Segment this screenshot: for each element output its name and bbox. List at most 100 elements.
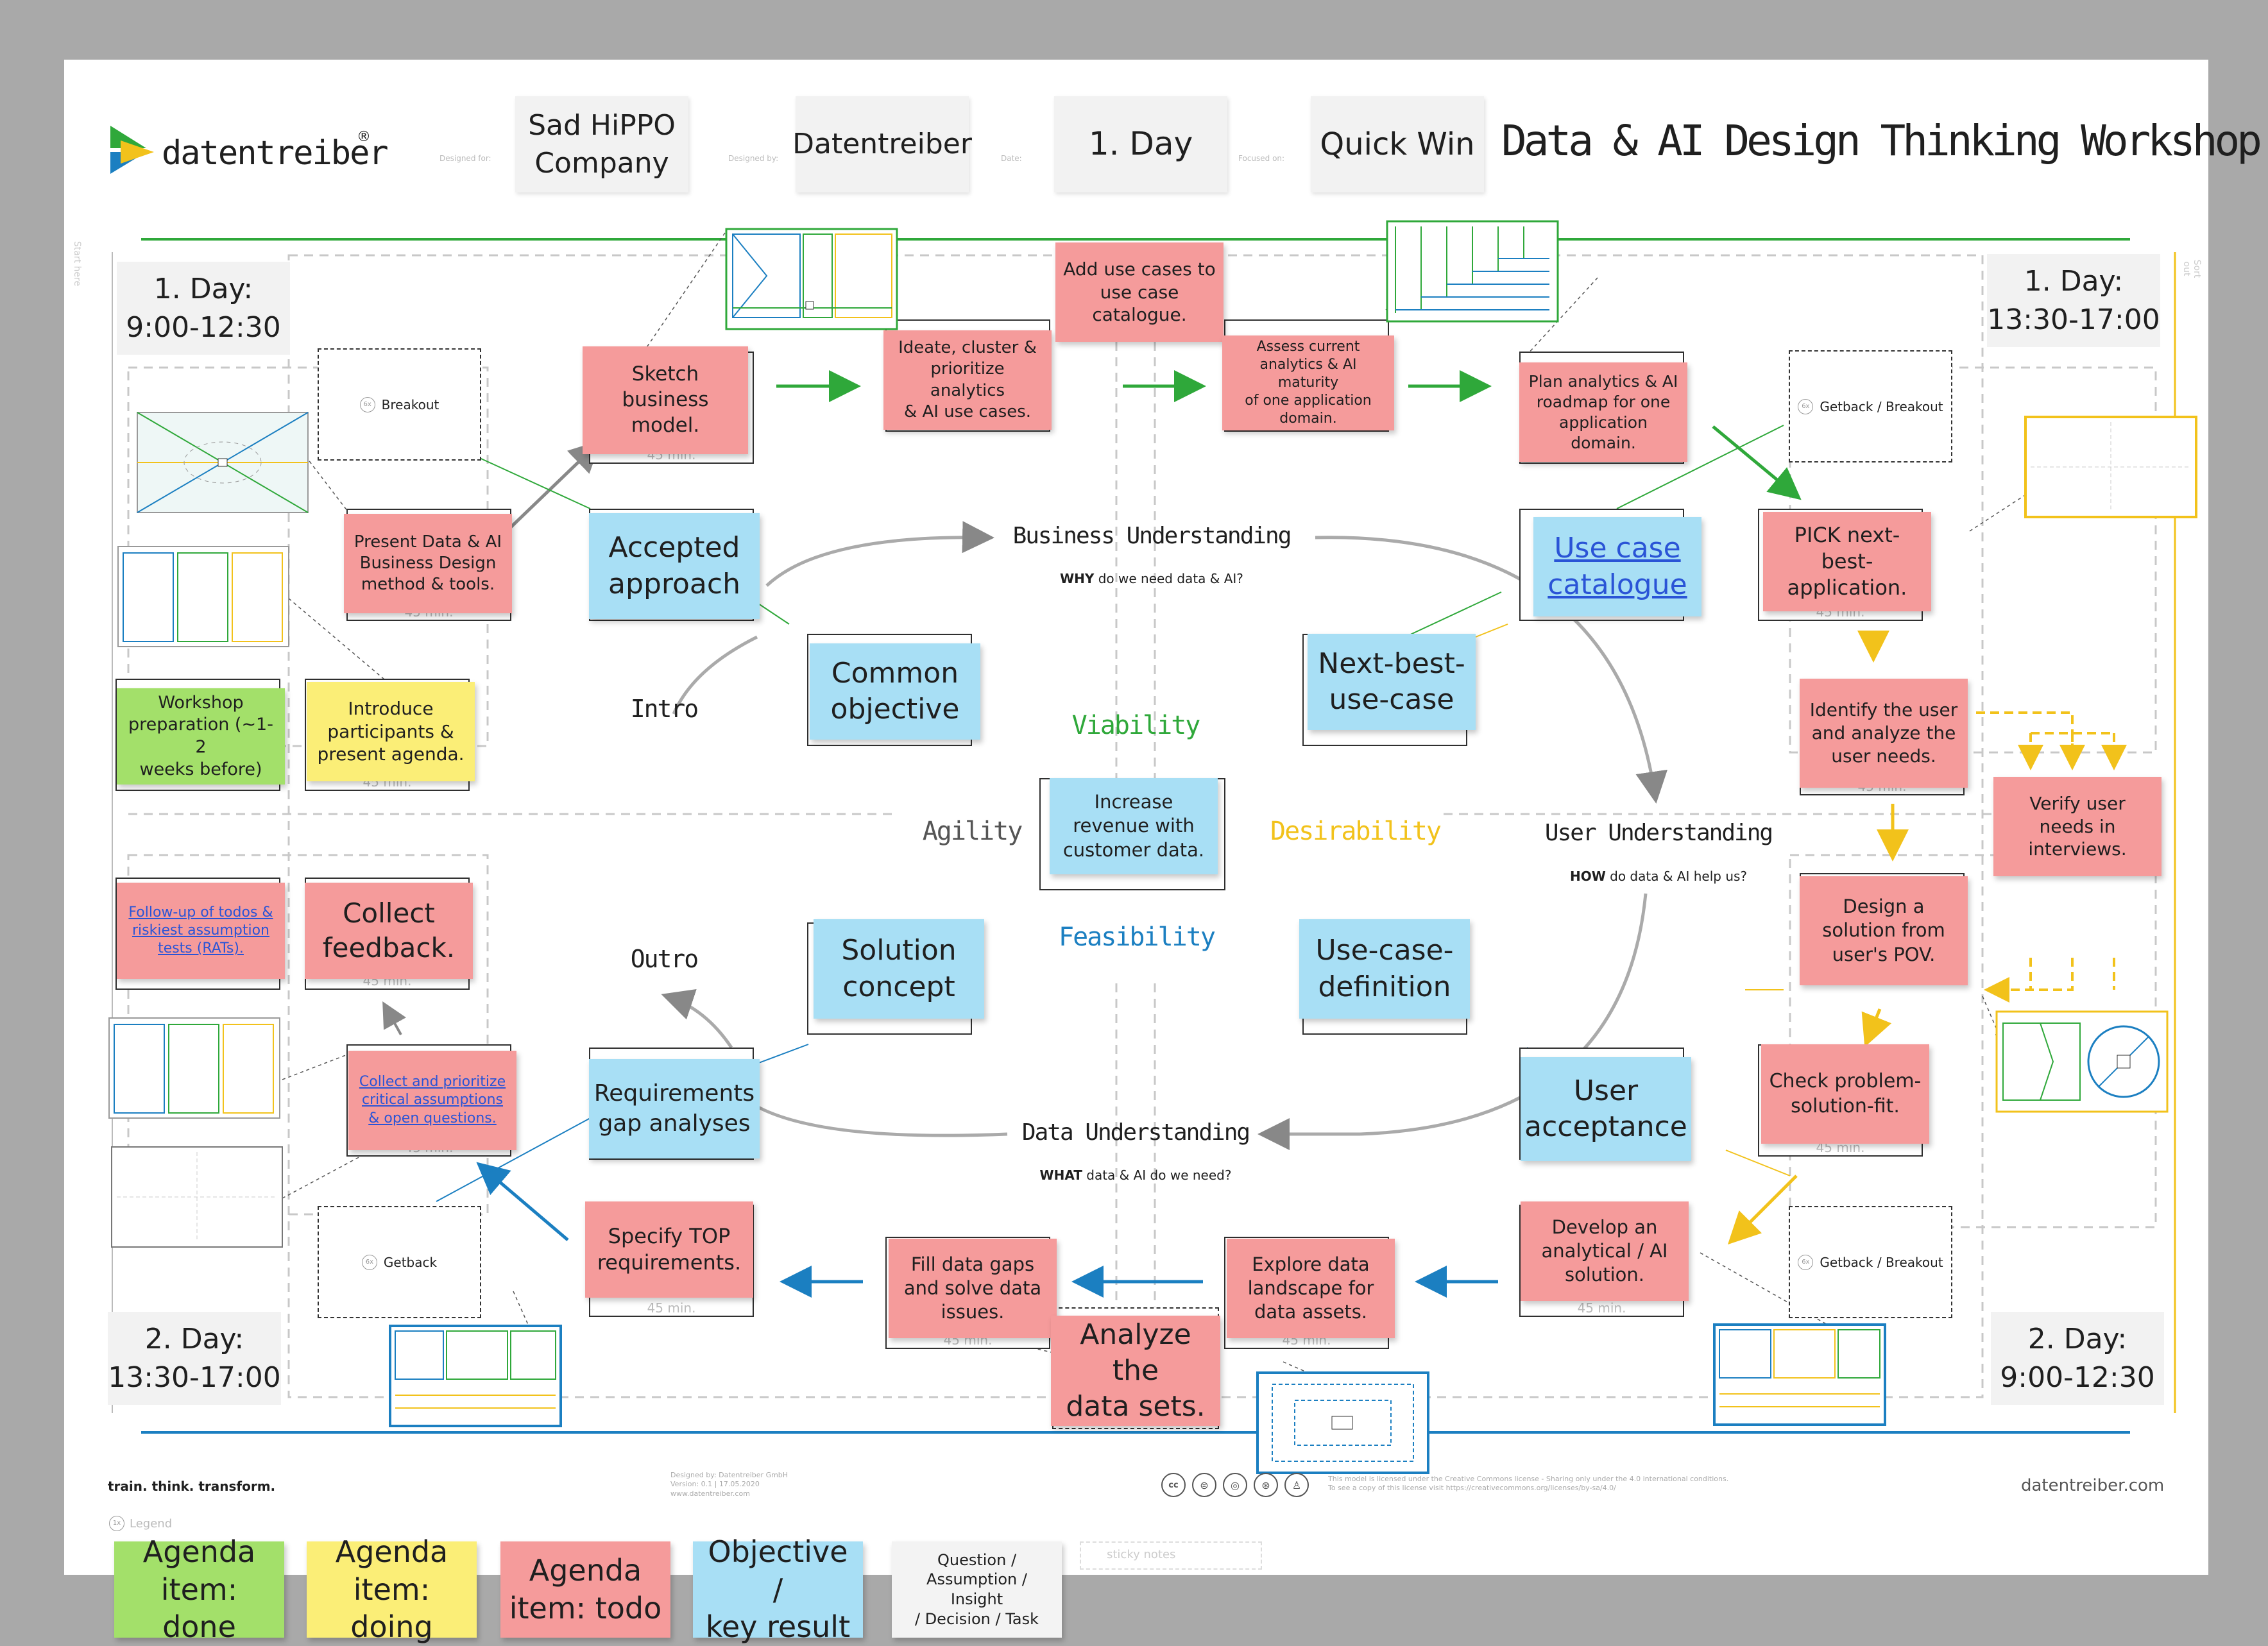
sticky-explore-data[interactable]: Explore data landscape for data assets. [1227,1239,1395,1338]
canvas-title: Data & AI Design Thinking Workshop [1501,116,2262,165]
requirements-template-thumbnail [389,1325,562,1427]
focused-on-field[interactable]: Quick Win [1311,96,1484,192]
sticky-accepted-approach[interactable]: Accepted approach [589,513,760,619]
feasibility-label: Feasibility [1059,922,1216,952]
question-text: do we need data & AI? [1094,571,1243,586]
quadrant-template-thumbnail-left [111,1146,283,1248]
session-number-icon: 6x [1798,1254,1814,1270]
sticky-use-case-definition[interactable]: Use-case- definition [1299,919,1470,1019]
sticky-use-case-catalogue[interactable]: Use case catalogue [1533,517,1701,616]
three-column-template-thumbnail-bottom [108,1017,280,1119]
sticky-specify-top[interactable]: Specify TOP requirements. [585,1201,753,1298]
sticky-user-acceptance[interactable]: User acceptance [1521,1057,1691,1161]
brand-name: datentreiber [162,134,389,173]
outro-label: Outro [630,945,699,973]
sticky-develop-ai-solution[interactable]: Develop an analytical / AI solution. [1521,1201,1689,1301]
designed-for-field[interactable]: Sad HiPPO Company [515,96,688,192]
legend-objective: Objective / key result [693,1534,863,1644]
sticky-plan-roadmap[interactable]: Plan analytics & AI roadmap for one appl… [1519,362,1687,462]
stakeholder-template-thumbnail [137,412,309,513]
business-understanding-title: Business Understanding [1012,523,1292,549]
sticky-followup-todos[interactable]: Follow-up of todos & riskiest assumption… [117,883,285,979]
sticky-collect-feedback[interactable]: Collect feedback. [305,883,473,979]
sort-out-label: Sort out [2181,259,2202,278]
canvas-board: datentreiber ® Designed for: Sad HiPPO C… [64,60,2262,1575]
sticky-identify-user[interactable]: Identify the user and analyze the user n… [1800,679,1968,788]
license-text: This model is licensed under the Creativ… [1328,1475,1729,1493]
by-icon: ⊜ [1192,1473,1216,1497]
sticky-collect-prioritize[interactable]: Collect and prioritize critical assumpti… [348,1051,516,1150]
data-understanding-title: Data Understanding [1021,1119,1250,1146]
sticky-increase-revenue[interactable]: Increase revenue with customer data. [1050,778,1218,874]
maturity-template-thumbnail [1386,220,1559,323]
sticky-present-method[interactable]: Present Data & AI Business Design method… [344,514,512,613]
business-model-template-thumbnail [725,228,898,330]
sticky-analyze-data[interactable]: Analyze the data sets. [1051,1316,1220,1426]
duration-label: 45 min. [1577,1300,1626,1316]
question-keyword: WHY [1060,571,1095,586]
sticky-check-problem-solution[interactable]: Check problem- solution-fit. [1761,1044,1929,1144]
sticky-next-best-use-case[interactable]: Next-best- use-case [1308,634,1476,730]
date-label: Date: [1001,154,1022,163]
collect-prioritize-link[interactable]: Collect and prioritize critical assumpti… [359,1074,506,1126]
legend-icon: 1x [109,1516,124,1531]
designed-by-label: Designed by: [728,154,779,163]
data-landscape-template-thumbnail [1256,1371,1429,1474]
sticky-workshop-preparation[interactable]: Workshop preparation (~1-2 weeks before) [117,688,285,785]
three-column-template-thumbnail-top [117,546,289,647]
person-icon: ♙ [1284,1473,1309,1497]
tagline: train. think. transform. [108,1479,276,1494]
sticky-solution-concept[interactable]: Solution concept [814,919,984,1019]
solution-canvas-template-thumbnail [1713,1323,1886,1426]
sticky-common-objective[interactable]: Common objective [810,643,980,740]
session-getback-bottom-left[interactable]: 6x Getback [318,1206,481,1318]
sticky-add-use-cases[interactable]: Add use cases to use case catalogue. [1055,242,1224,342]
site-link[interactable]: datentreiber.com [2021,1476,2165,1495]
sticky-pick-next-best[interactable]: PICK next-best- application. [1763,512,1931,611]
duration-label: 45 min. [647,1300,696,1316]
session-label: Getback [383,1254,438,1270]
use-case-catalogue-link[interactable]: Use case catalogue [1548,532,1687,601]
sticky-ideate-use-cases[interactable]: Ideate, cluster & prioritize analytics &… [883,330,1052,430]
legend-question: Question / Assumption / Insight / Decisi… [892,1541,1062,1638]
session-breakout-top-left[interactable]: 6x Breakout [318,348,481,461]
sticky-introduce-participants[interactable]: Introduce participants & present agenda. [307,682,475,781]
legend-todo: Agenda item: todo [500,1541,670,1638]
sticky-sketch-business-model[interactable]: Sketch business model. [583,346,748,454]
data-understanding-question: WHAT data & AI do we need? [1007,1152,1264,1183]
designed-for-label: Designed for: [439,154,491,163]
viability-label: Viability [1071,711,1201,740]
sticky-requirements-gap[interactable]: Requirements gap analyses [589,1059,760,1158]
intro-label: Intro [630,695,699,723]
sticky-verify-user-needs[interactable]: Verify user needs in interviews. [1993,777,2161,876]
session-number-icon: 6x [359,396,375,412]
sticky-fill-data-gaps[interactable]: Fill data gaps and solve data issues. [889,1239,1057,1338]
nc-icon: ⊛ [1254,1473,1278,1497]
session-number-icon: 6x [1798,398,1814,414]
license-icons: cc ⊜ ◎ ⊛ ♙ [1161,1473,1309,1497]
legend-sticky-notes-label: sticky notes [1107,1548,1176,1561]
desirability-label: Desirability [1270,817,1442,846]
time-slot-day2-morning: 2. Day: 9:00-12:30 [1991,1312,2164,1405]
followup-link[interactable]: Follow-up of todos & riskiest assumption… [128,904,273,957]
start-here-label: Start here [72,241,83,287]
designed-by-field[interactable]: Datentreiber [792,96,972,192]
legend-title: Legend [130,1517,173,1531]
sticky-design-solution[interactable]: Design a solution from user's POV. [1800,876,1968,985]
session-label: Breakout [381,396,439,412]
date-field[interactable]: 1. Day [1054,96,1227,192]
time-slot-day2-afternoon: 2. Day: 13:30-17:00 [108,1312,281,1405]
brand-registered-mark: ® [357,129,371,145]
agility-label: Agility [922,817,1023,846]
question-keyword: HOW [1569,869,1606,884]
focused-on-label: Focused on: [1238,154,1285,163]
designed-by-note: Designed by: Datentreiber GmbH Version: … [670,1471,789,1498]
legend-sticky-notes-box: sticky notes [1080,1541,1262,1570]
question-keyword: WHAT [1039,1167,1082,1183]
brand-logo: datentreiber ® [108,123,389,180]
sticky-assess-maturity[interactable]: Assess current analytics & AI maturity o… [1222,335,1394,430]
session-number-icon: 6x [361,1254,377,1270]
user-understanding-question: HOW do data & AI help us? [1508,853,1809,884]
